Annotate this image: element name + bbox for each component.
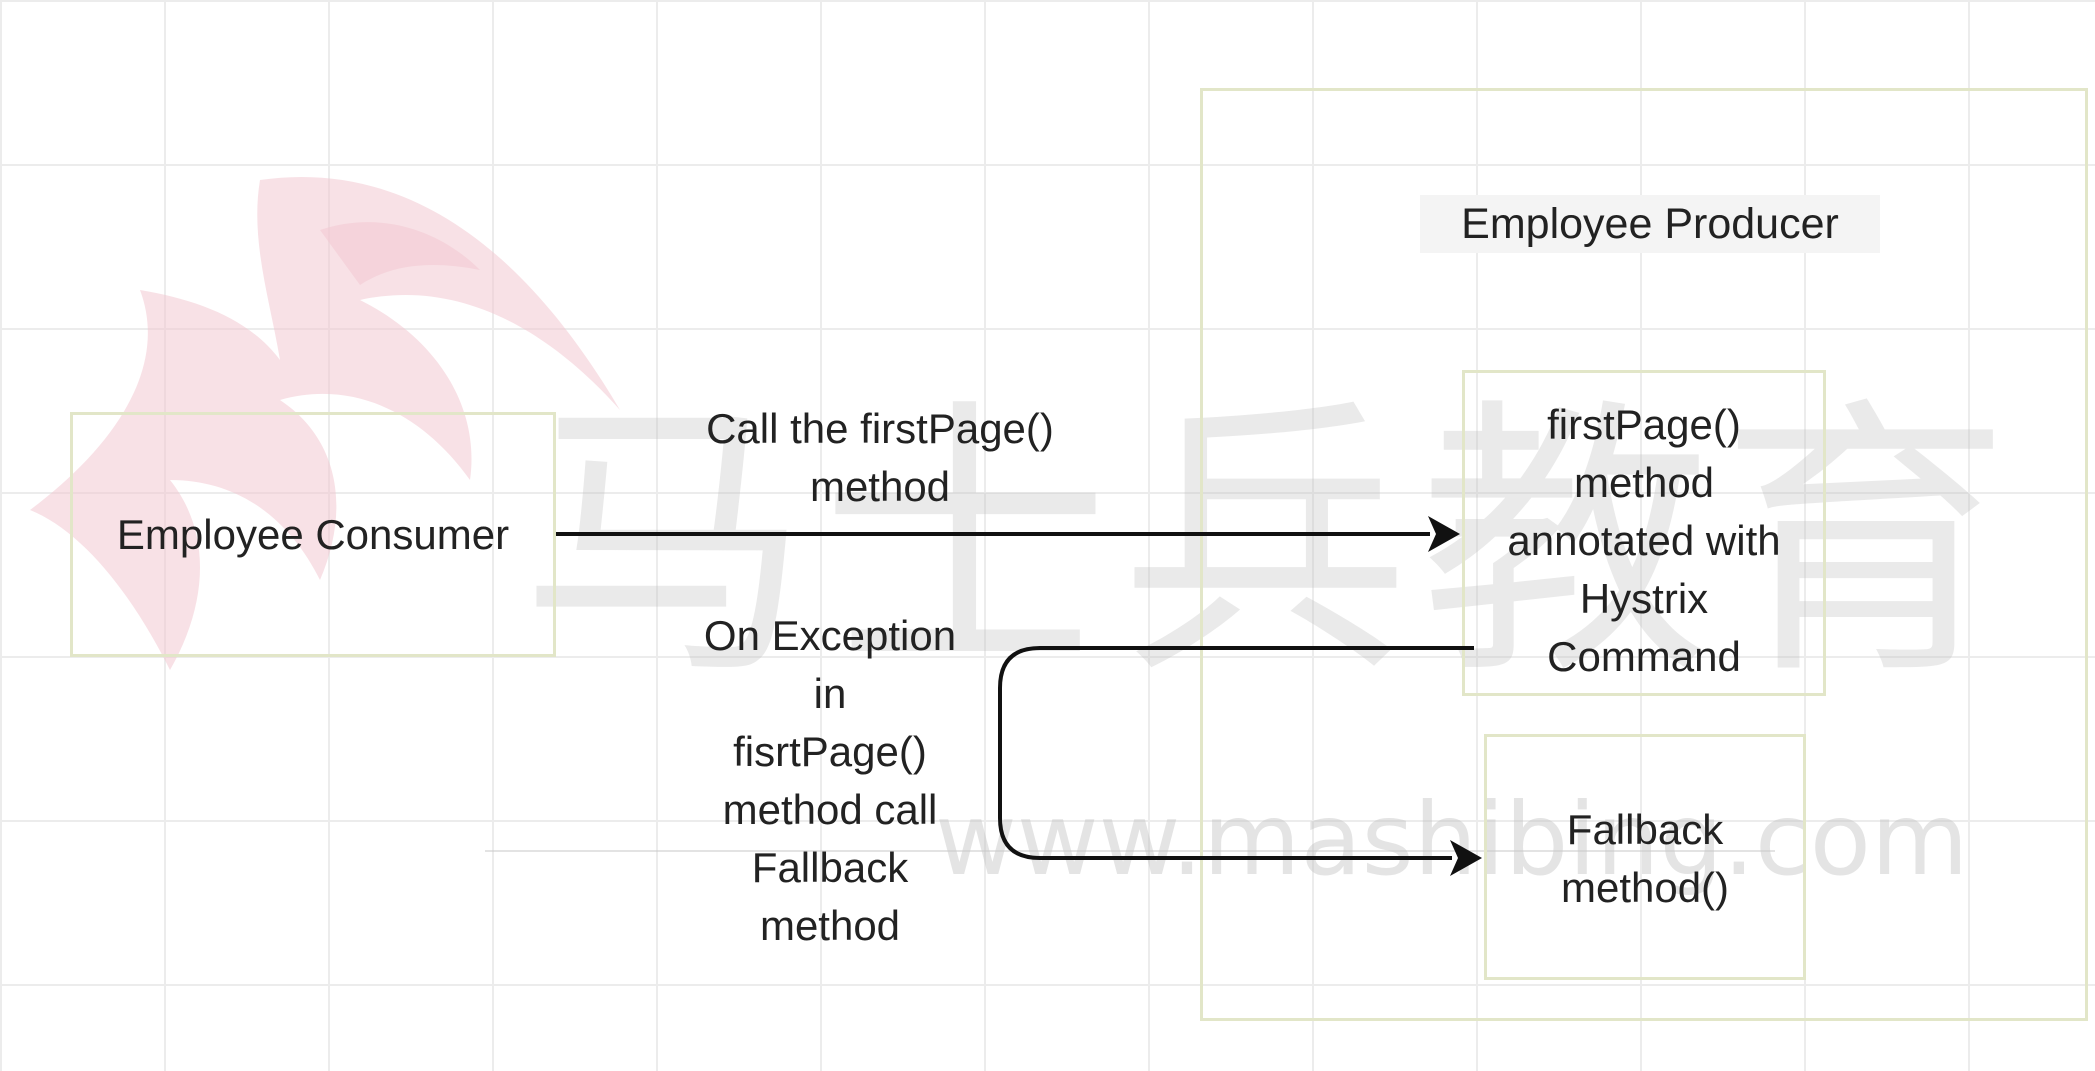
- call-edge-label: Call the firstPage() method: [706, 405, 1054, 510]
- watermark-logo-head: [320, 222, 480, 285]
- watermark-logo: [30, 176, 620, 670]
- producer-container: [1200, 88, 2088, 1021]
- fallback-method-box: [1484, 734, 1806, 980]
- watermark-logo-wing: [30, 176, 620, 670]
- consumer-label: Employee Consumer: [116, 511, 510, 558]
- watermark-chars: 马士兵教育: [520, 376, 2020, 713]
- fallback-arrow: [998, 646, 1474, 860]
- fallback-edge-label: On Exception in fisrtPage() method call …: [703, 612, 957, 949]
- fallback-method-label: Fallback method(): [1560, 806, 1730, 911]
- call-arrowhead: [1428, 516, 1460, 552]
- producer-title: Employee Producer: [1420, 195, 1880, 253]
- watermark-underline: [485, 850, 1775, 852]
- fallback-arrowhead: [1450, 840, 1482, 876]
- consumer-box: [70, 412, 556, 657]
- first-page-method-box: [1462, 370, 1826, 696]
- first-page-method-label: firstPage() method annotated with Hystri…: [1507, 401, 1781, 680]
